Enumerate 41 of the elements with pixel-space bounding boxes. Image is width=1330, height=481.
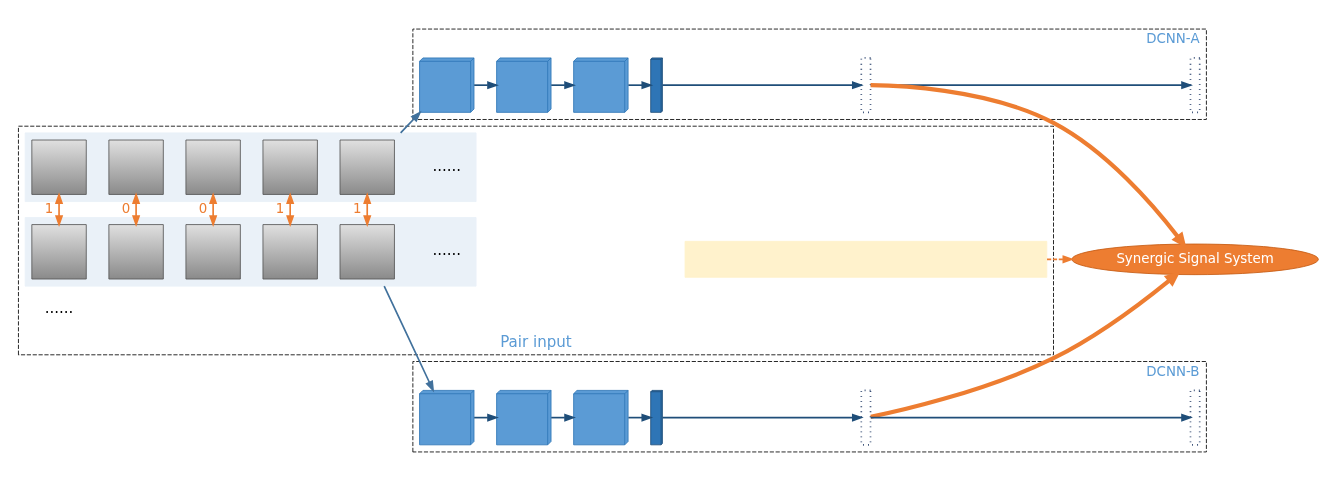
node-picture bbox=[339, 139, 395, 195]
cluster: DCNN-A bbox=[412, 28, 1207, 120]
node-picture bbox=[31, 224, 87, 280]
node-dots bbox=[1189, 57, 1201, 114]
node-box bbox=[684, 240, 1048, 278]
cluster: DCNN-B bbox=[412, 361, 1207, 453]
edge-label: 0 bbox=[121, 200, 131, 216]
node-picture bbox=[339, 224, 395, 280]
node-picture bbox=[185, 224, 241, 280]
node-picture bbox=[262, 224, 318, 280]
node-picture bbox=[108, 224, 164, 280]
arrow bbox=[661, 413, 864, 422]
arrow bbox=[399, 110, 422, 134]
node-dots bbox=[1189, 389, 1201, 446]
arrow bbox=[1046, 255, 1075, 264]
label: ...... bbox=[44, 299, 74, 318]
label: ...... bbox=[432, 241, 462, 260]
arrow bbox=[54, 192, 64, 228]
arrow bbox=[363, 192, 372, 228]
node-picture bbox=[108, 139, 164, 195]
label: ...... bbox=[432, 156, 462, 175]
edge-label: 0 bbox=[198, 200, 208, 216]
arrow bbox=[383, 285, 435, 393]
arrow bbox=[869, 413, 1193, 422]
arrow bbox=[627, 81, 654, 90]
arrow bbox=[870, 271, 1181, 419]
node-dots bbox=[860, 389, 872, 446]
arrow bbox=[132, 192, 141, 228]
arrow bbox=[550, 81, 576, 90]
arrow bbox=[209, 192, 218, 228]
node-picture bbox=[31, 139, 87, 195]
arrow bbox=[473, 81, 499, 90]
node-picture bbox=[262, 139, 318, 195]
edge-label: 1 bbox=[275, 200, 285, 216]
edge-label: 1 bbox=[44, 200, 54, 216]
edge-label: 1 bbox=[352, 200, 362, 216]
node-ellipse: Synergic Signal System bbox=[1071, 243, 1319, 276]
arrow bbox=[286, 192, 295, 228]
node-picture bbox=[185, 139, 241, 195]
arrow bbox=[661, 81, 864, 90]
node-dots bbox=[860, 57, 872, 114]
